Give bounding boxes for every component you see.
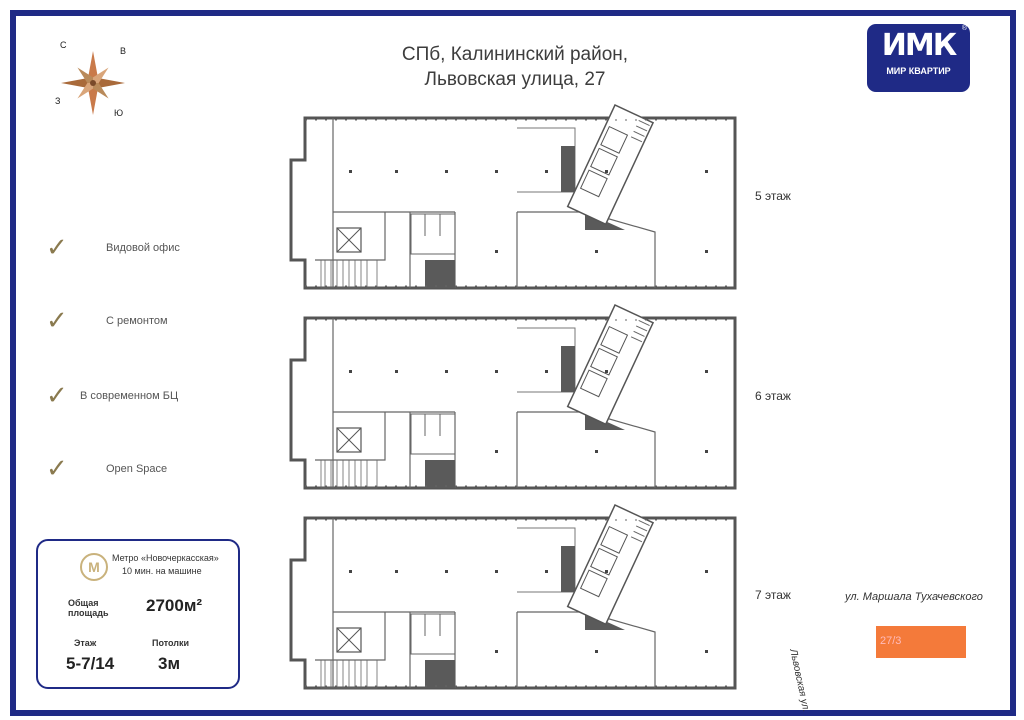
metro-travel-time: 10 мин. на машине: [122, 566, 202, 576]
compass-east-label: В: [120, 46, 127, 56]
compass-north-label: С: [60, 40, 67, 50]
area-label-2: площадь: [68, 608, 109, 618]
check-icon: ✓: [46, 305, 68, 335]
check-icon: ✓: [46, 453, 68, 483]
building-number: 27/3: [880, 635, 902, 647]
address-title: СПб, Калининский район, Львовская улица,…: [330, 42, 700, 92]
floor-plan-7: [289, 503, 737, 690]
feature-item: ✓ Видовой офис: [46, 232, 256, 266]
floor-plan-5: [289, 103, 737, 290]
compass-west-label: З: [55, 96, 61, 106]
feature-item: ✓ В современном БЦ: [46, 380, 256, 414]
check-icon: ✓: [46, 380, 68, 410]
floor-plans-drawing: [289, 103, 737, 690]
floor-label-5: 5 этаж: [755, 189, 791, 203]
feature-label: Open Space: [106, 463, 168, 475]
logo-text: МИР КВАРТИР: [886, 66, 951, 76]
floor-label-6: 6 этаж: [755, 389, 791, 403]
address-line-1: СПб, Калининский район,: [401, 44, 629, 65]
feature-item: ✓ С ремонтом: [46, 305, 256, 339]
logo-mark: ИМК: [881, 28, 957, 63]
registered-mark: ®: [961, 25, 967, 32]
feature-item: ✓ Open Space: [46, 453, 256, 487]
floor-plan-6: [289, 303, 737, 490]
metro-icon: М: [80, 553, 108, 581]
area-label-1: Общая: [68, 598, 99, 608]
address-line-2: Львовская улица, 27: [424, 69, 606, 90]
building-marker: 27/3: [876, 626, 966, 658]
floor-value: 5-7/14: [66, 654, 115, 673]
check-icon: ✓: [46, 232, 68, 262]
compass-south-label: Ю: [114, 108, 124, 118]
floor-label-7: 7 этаж: [755, 588, 791, 602]
feature-label: С ремонтом: [106, 315, 168, 327]
ceiling-value: 3м: [158, 654, 181, 673]
street-label-tukhachevskogo: ул. Маршала Тухачевского: [845, 591, 983, 603]
company-logo: ® ИМК МИР КВАРТИР: [867, 24, 970, 92]
feature-label: В современном БЦ: [80, 390, 179, 402]
info-card: М Метро «Новочеркасская» 10 мин. на маши…: [36, 539, 240, 689]
area-value: 2700м²: [146, 596, 203, 615]
floor-label: Этаж: [74, 638, 97, 648]
compass-icon: [58, 48, 128, 118]
feature-label: Видовой офис: [106, 242, 180, 254]
metro-name: Метро «Новочеркасская»: [112, 553, 219, 563]
ceiling-label: Потолки: [152, 638, 190, 648]
